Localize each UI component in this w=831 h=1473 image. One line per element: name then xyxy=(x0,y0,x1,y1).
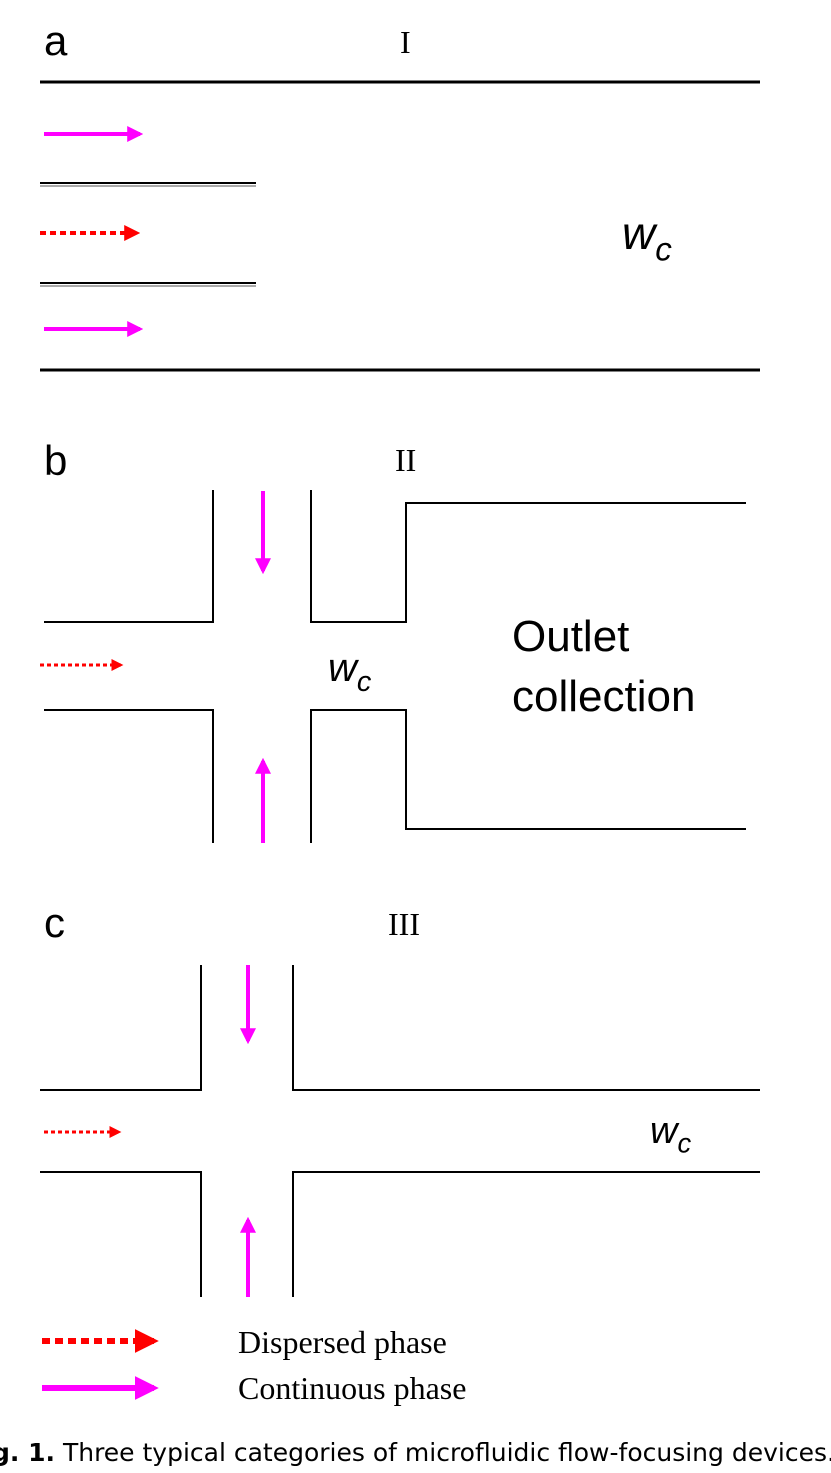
outlet-label-line1: Outlet xyxy=(512,612,630,661)
panel-a-device xyxy=(40,80,760,372)
panel-c-wall-upper-left xyxy=(40,965,202,1091)
channel-width-label-b: wc xyxy=(328,646,372,699)
panel-letter-c: c xyxy=(44,899,65,946)
panel-title-c: III xyxy=(388,906,420,942)
panel-b-wall-lower-left xyxy=(44,709,214,843)
outlet-label-line2: collection xyxy=(512,672,696,721)
panel-c-wall-lower-left xyxy=(40,1171,202,1297)
panel-b-wall-upper-right xyxy=(310,490,746,623)
panel-c-wall-upper-right xyxy=(292,965,760,1091)
panel-letter-b: b xyxy=(44,437,68,484)
legend-dispersed-label: Dispersed phase xyxy=(238,1324,447,1360)
legend-symbols xyxy=(42,1329,159,1400)
panel-title-b: II xyxy=(395,442,417,478)
panel-b-wall-lower-right xyxy=(310,709,746,843)
outlet-collection-label: Outlet collection xyxy=(512,607,695,727)
panel-c-device xyxy=(40,965,760,1297)
panel-b-wall-upper-left xyxy=(44,490,214,623)
channel-width-label-a: wc xyxy=(622,207,672,269)
caption-text: Three typical categories of microfluidic… xyxy=(55,1438,831,1467)
panel-c-wall-lower-right xyxy=(292,1171,760,1297)
channel-width-label-c: wc xyxy=(650,1110,692,1159)
panel-b-device xyxy=(40,490,746,843)
panel-title-a: I xyxy=(400,24,411,60)
legend-continuous-label: Continuous phase xyxy=(238,1370,467,1406)
caption-label: g. 1. xyxy=(0,1438,55,1467)
figure-caption: g. 1. Three typical categories of microf… xyxy=(0,1440,831,1465)
panel-letter-a: a xyxy=(44,17,68,64)
